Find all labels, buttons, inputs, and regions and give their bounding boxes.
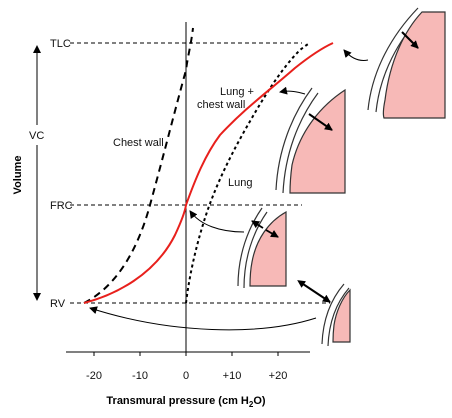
rv-chest-wall-arc-inner xyxy=(327,287,350,347)
mid-pointer-arrow xyxy=(279,86,306,95)
frc-arrow-in xyxy=(265,229,279,238)
tlc-label: TLC xyxy=(50,38,71,50)
x-tick-label-minus10: -10 xyxy=(132,370,148,382)
lung-label: Lung xyxy=(228,177,252,189)
frc-lung-illustration xyxy=(237,207,287,289)
y-axis-title: Volume xyxy=(12,156,24,195)
x-axis-title: Transmural pressure (cm H2O) xyxy=(106,395,265,409)
tlc-pointer-arrow xyxy=(343,49,369,61)
tlc-lung-illustration xyxy=(367,7,446,119)
vc-label: VC xyxy=(29,130,44,142)
lung-curve xyxy=(185,42,311,304)
mid-chest-wall-arc-inner xyxy=(282,92,319,194)
rv-double-arrow xyxy=(297,280,331,303)
tlc-expansion-arrow xyxy=(401,31,419,49)
frc-chest-wall-arc xyxy=(237,207,263,287)
rv-pointer-arrow xyxy=(89,306,317,331)
mid-chest-wall-arc xyxy=(275,87,313,191)
x-tick-label-plus20: +20 xyxy=(269,370,288,382)
x-axis-title-main: Transmural pressure (cm H xyxy=(106,395,249,407)
tlc-lung-shape xyxy=(382,11,446,119)
lung-chest-wall-curve xyxy=(83,42,334,304)
mid-lung-illustration xyxy=(275,87,346,194)
x-axis-title-subscript: 2 xyxy=(249,400,254,409)
rv-label: RV xyxy=(50,298,66,310)
chest-wall-curve xyxy=(83,27,194,304)
tlc-chest-wall-arc xyxy=(367,7,419,111)
rv-lung-shape xyxy=(332,288,351,343)
lung-chest-wall-label-line2: chest wall xyxy=(197,99,245,111)
chest-wall-label: Chest wall xyxy=(113,137,164,149)
mid-expansion-arrow xyxy=(308,113,333,131)
frc-arrow-out xyxy=(251,220,264,229)
frc-chest-wall-arc-inner xyxy=(243,211,268,289)
x-tick-label-plus10: +10 xyxy=(223,370,242,382)
mid-lung-shape xyxy=(289,88,346,194)
lung-chest-wall-label-line1: Lung + xyxy=(220,86,254,98)
rv-chest-wall-arc xyxy=(321,283,345,345)
x-axis-title-end: O) xyxy=(253,395,266,407)
x-tick-label-0: 0 xyxy=(183,370,189,382)
frc-label: FRC xyxy=(50,200,73,212)
rv-lung-illustration xyxy=(297,280,351,347)
x-tick-label-minus20: -20 xyxy=(86,370,102,382)
frc-pointer-arrow xyxy=(189,210,245,233)
